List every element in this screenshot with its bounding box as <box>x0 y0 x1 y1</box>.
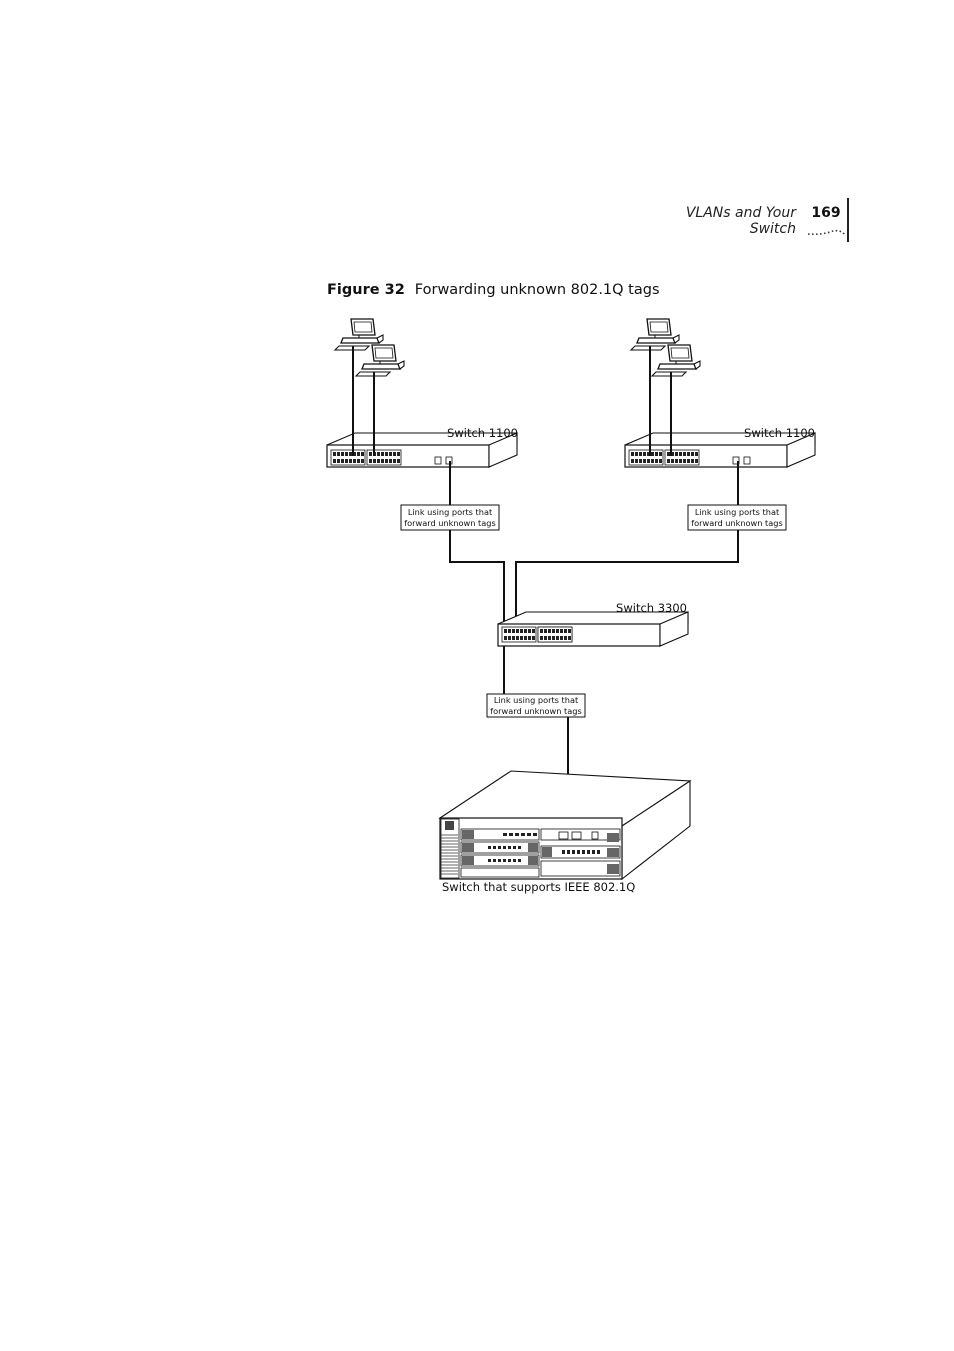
switch-left-label: Switch 1100 <box>447 426 518 440</box>
link-bottom-line2: forward unknown tags <box>490 706 582 716</box>
link-left-line2: forward unknown tags <box>404 518 496 528</box>
header-rule <box>847 198 849 242</box>
figure-caption: Figure 32 Forwarding unknown 802.1Q tags <box>327 282 660 298</box>
link-box-left: Link using ports that forward unknown ta… <box>400 504 500 531</box>
running-head-title: VLANs and Your Switch <box>685 205 796 237</box>
link-right-line1: Link using ports that <box>695 507 780 517</box>
switch-bottom-label: Switch that supports IEEE 802.1Q <box>442 880 635 894</box>
chassis-switch-icon <box>438 770 692 881</box>
figure-title: Forwarding unknown 802.1Q tags <box>414 282 660 298</box>
link-right-line2: forward unknown tags <box>691 518 783 528</box>
figure-number: Figure 32 <box>327 282 405 298</box>
switch-right-label: Switch 1100 <box>744 426 815 440</box>
switch-3300-icon <box>497 611 689 647</box>
switch-center-label: Switch 3300 <box>616 601 687 615</box>
page-number: 169 <box>811 205 841 221</box>
link-box-bottom: Link using ports that forward unknown ta… <box>486 693 586 718</box>
pc-cables <box>352 346 672 456</box>
link-box-right: Link using ports that forward unknown ta… <box>687 504 787 531</box>
link-bottom-line1: Link using ports that <box>494 695 579 705</box>
link-left-line1: Link using ports that <box>408 507 493 517</box>
